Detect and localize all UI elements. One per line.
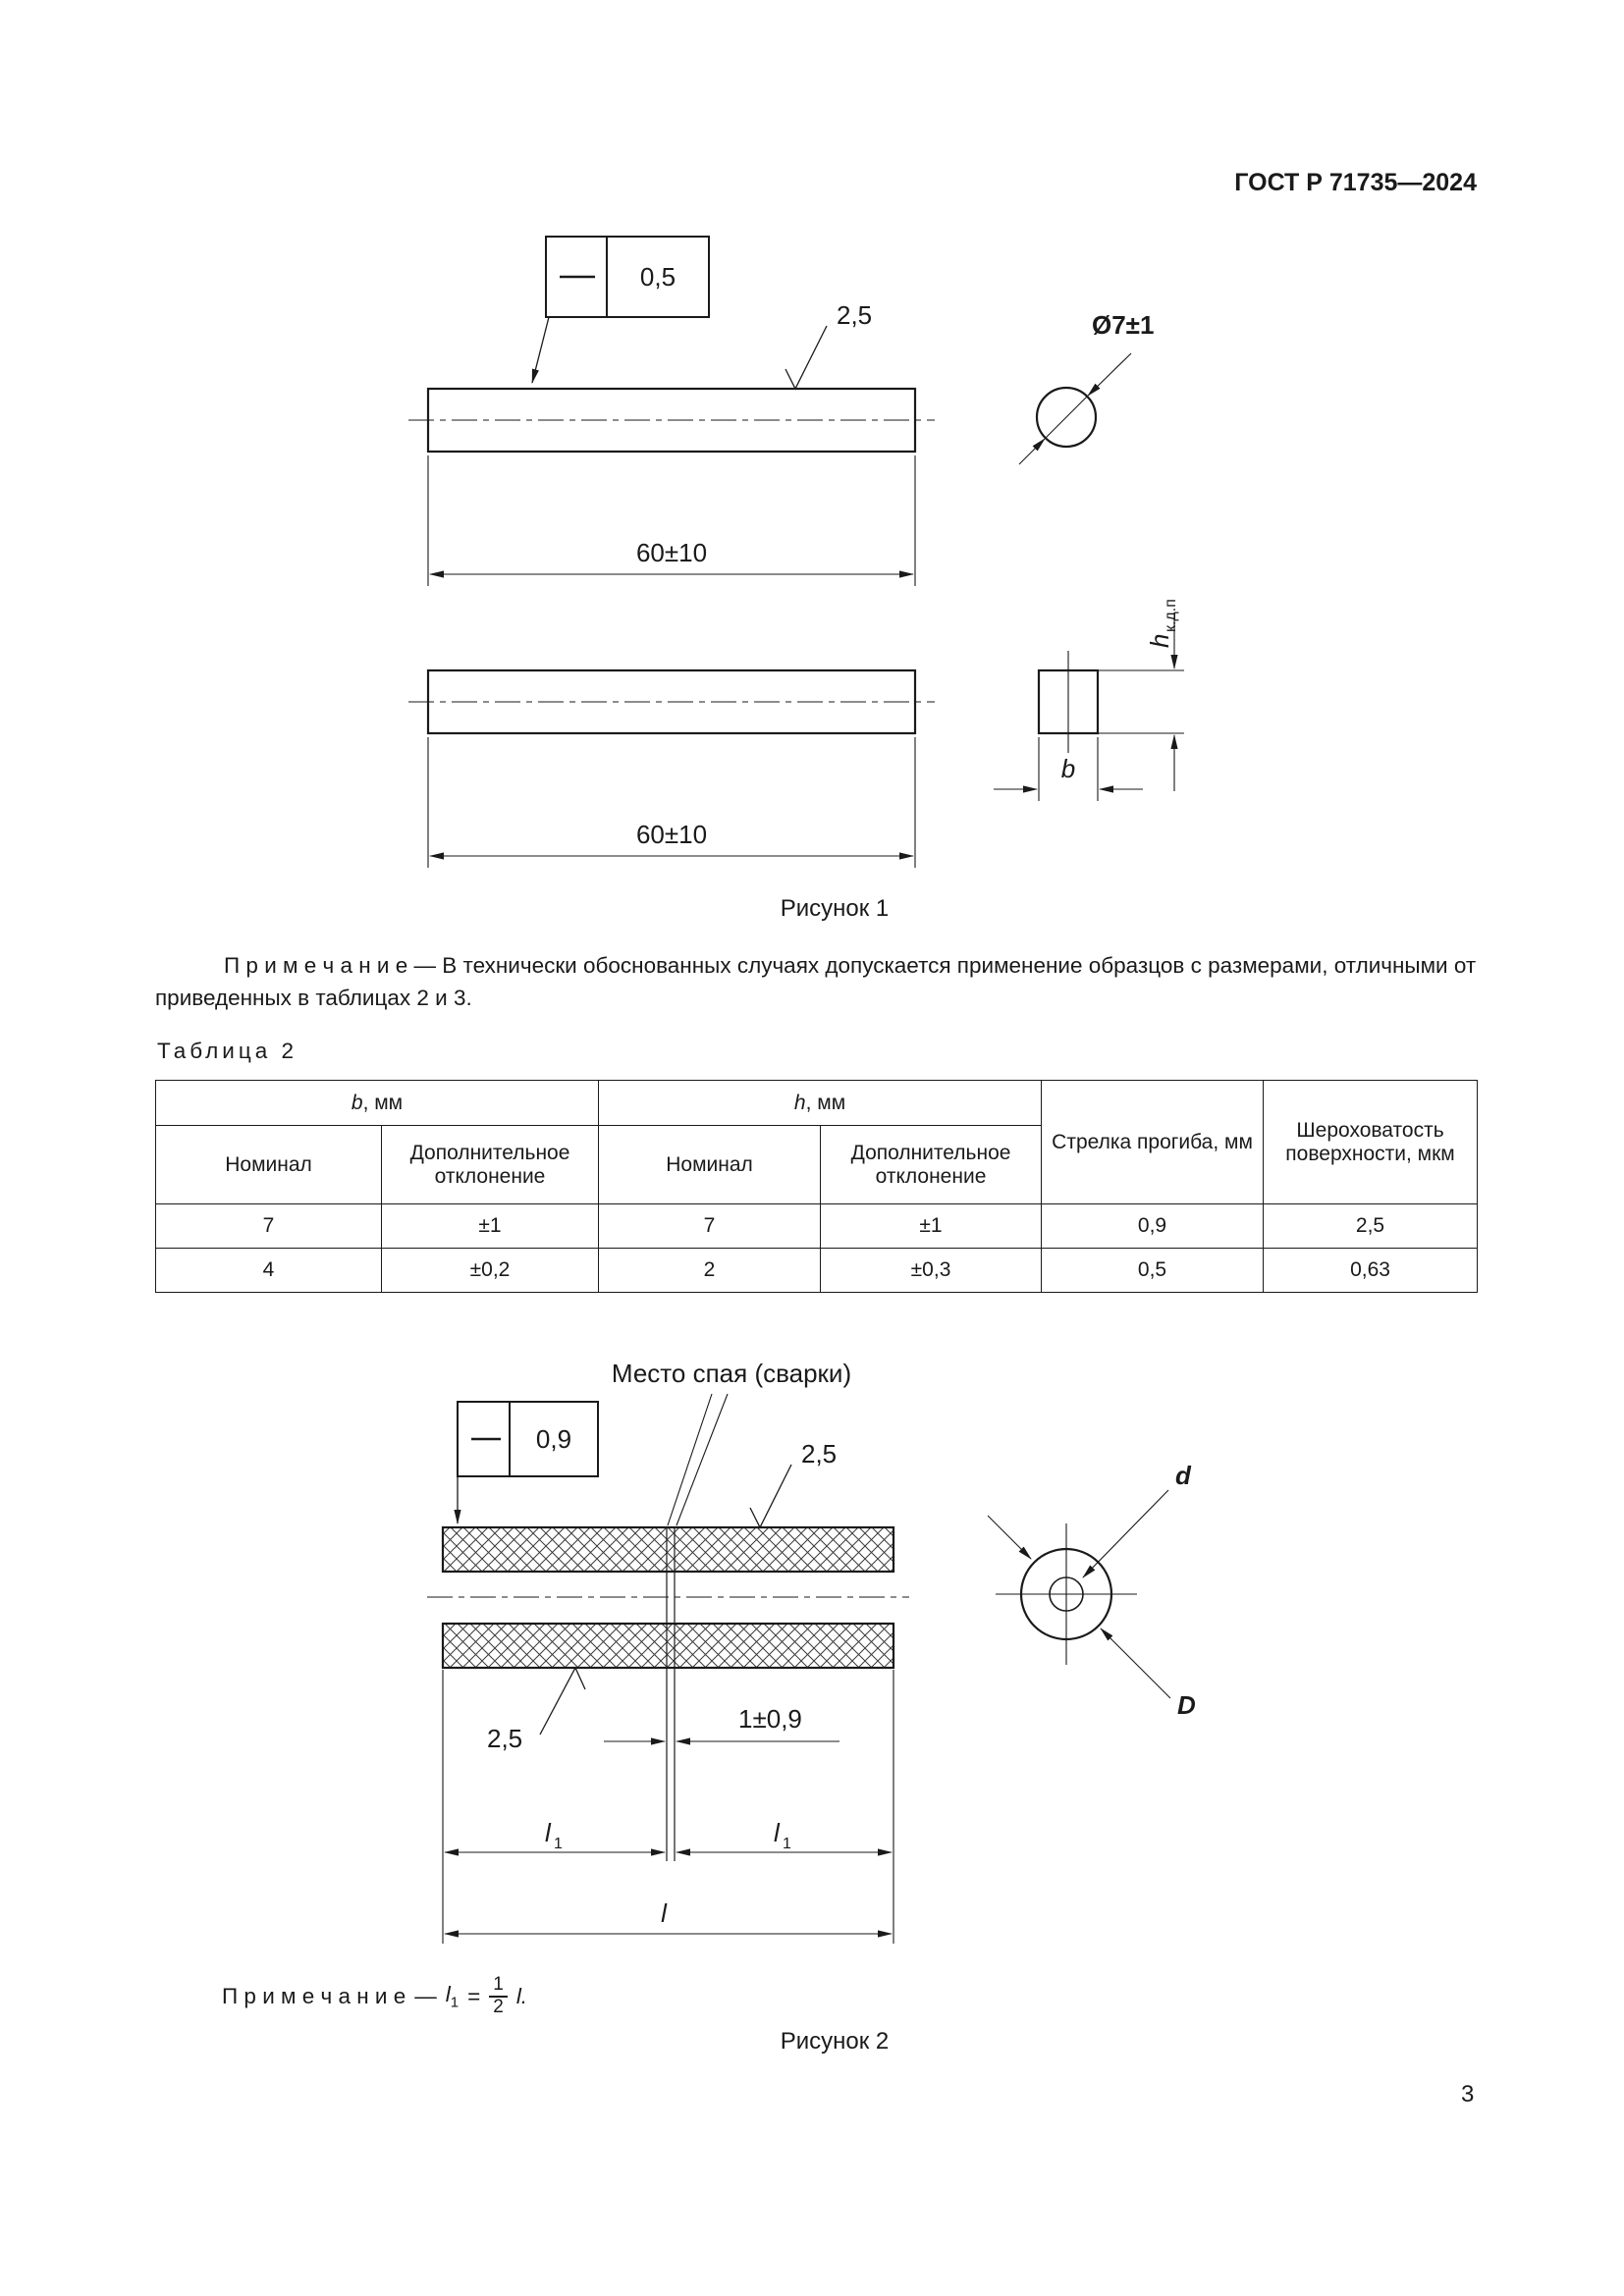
- l1-var: l: [774, 1818, 781, 1847]
- cell: 0,63: [1263, 1248, 1479, 1293]
- subcol-nominal-h: Номинал: [598, 1125, 822, 1204]
- subcol-tolerance-h: Дополнительное отклонение: [820, 1125, 1043, 1204]
- l1-label-right: l 1: [774, 1818, 791, 1852]
- tube-wall-bottom: [441, 1622, 895, 1670]
- diameter-label: Ø7±1: [1092, 310, 1154, 340]
- tolerance-leader-arrow: [531, 316, 550, 384]
- note-2-label: П р и м е ч а н и е: [222, 1983, 406, 2008]
- length-dim-top-value: 60±10: [636, 538, 707, 567]
- note-1: П р и м е ч а н и е — В технически обосн…: [155, 950, 1481, 1014]
- height-label: h к.д.п: [1145, 599, 1179, 648]
- outer-diameter-label: D: [1177, 1690, 1196, 1720]
- weld-location-label: Место спая (сварки): [612, 1359, 851, 1388]
- l1-label-left: l 1: [545, 1818, 563, 1852]
- cell: 0,9: [1041, 1203, 1265, 1249]
- cell: ±0,2: [380, 1248, 600, 1293]
- bar-top-view: [408, 387, 935, 454]
- height-var: h: [1145, 634, 1174, 648]
- bar-bottom-view: [408, 668, 935, 735]
- width-dimension: [994, 737, 1143, 801]
- length-dim-bottom-value: 60±10: [636, 820, 707, 849]
- cell: 2,5: [1263, 1203, 1479, 1249]
- tube-wall-top: [441, 1525, 895, 1574]
- inner-diameter-arrow: [1082, 1489, 1169, 1578]
- height-sub: к.д.п: [1163, 599, 1179, 632]
- page-number: 3: [1461, 2081, 1475, 2108]
- cell: 4: [155, 1248, 382, 1293]
- half-length-dimensions: [442, 1670, 894, 1944]
- cell: 0,5: [1041, 1248, 1265, 1293]
- col-header-roughness: Шероховатость поверхности, мкм: [1263, 1080, 1479, 1204]
- col-header-b: b, мм: [154, 1080, 600, 1126]
- note-2-dash: —: [414, 1983, 437, 2008]
- table-row: 4 ±0,2 2 ±0,3 0,5 0,63: [155, 1248, 1479, 1293]
- width-label: b: [1061, 754, 1075, 783]
- formula-rhs: l.: [515, 1983, 528, 2008]
- note-2: П р и м е ч а н и е — l1 = 1 2 l.: [222, 1974, 528, 2018]
- formula-lhs: l1: [445, 1982, 460, 2011]
- table-2: b, мм h, мм Стрелка прогиба, мм Шерохова…: [154, 1080, 1479, 1293]
- height-dimension: [1098, 613, 1184, 791]
- outer-diameter-arrow: [1100, 1628, 1171, 1699]
- roughness-top-value: 2,5: [801, 1439, 837, 1468]
- length-dimension-bottom: [427, 737, 916, 868]
- cell: 2: [598, 1248, 822, 1293]
- fraction-denominator: 2: [493, 1996, 504, 2017]
- tube-side-view: [427, 1525, 909, 1861]
- straightness-tolerance-value: 0,5: [640, 262, 676, 292]
- l1-var: l: [545, 1818, 552, 1847]
- weld-width-value: 1±0,9: [738, 1704, 802, 1734]
- length-dimension-top: [427, 455, 916, 586]
- figure-1-drawing: 0,5 2,5 Ø7±1 60±10 60±10 h к.д.п b: [408, 236, 1184, 868]
- col-header-h: h, мм: [598, 1080, 1043, 1126]
- document-header: ГОСТ Р 71735—2024: [1234, 169, 1477, 196]
- subcol-tolerance-b: Дополнительное отклонение: [380, 1125, 600, 1204]
- table-row: 7 ±1 7 ±1 0,9 2,5: [155, 1203, 1479, 1249]
- col-header-deflection: Стрелка прогиба, мм: [1041, 1080, 1265, 1204]
- straightness-tolerance-frame: [454, 1401, 599, 1524]
- l1-sub: 1: [783, 1836, 791, 1852]
- diameter-arrow: [1087, 352, 1132, 397]
- full-length-label: l: [661, 1898, 668, 1928]
- roughness-mark-icon: [539, 1666, 586, 1735]
- fraction-numerator: 1: [489, 1974, 508, 1998]
- cell: ±0,3: [820, 1248, 1043, 1293]
- cell: 7: [598, 1203, 822, 1249]
- roughness-mark-icon: [785, 325, 828, 391]
- round-cross-section: [1018, 352, 1132, 465]
- table-2-title: Таблица 2: [157, 1039, 298, 1063]
- roughness-bottom-value: 2,5: [487, 1724, 522, 1753]
- straightness-tolerance-value: 0,9: [536, 1424, 571, 1454]
- figure-2-caption: Рисунок 2: [780, 2028, 890, 2055]
- l1-sub: 1: [554, 1836, 563, 1852]
- formula-equals: =: [467, 1983, 481, 2008]
- roughness-value: 2,5: [837, 300, 872, 330]
- subcol-nominal-b: Номинал: [155, 1125, 382, 1204]
- cell: 7: [155, 1203, 382, 1249]
- note-1-text: — В технически обоснованных случаях допу…: [155, 953, 1477, 1010]
- square-cross-section: [1037, 651, 1100, 753]
- roughness-mark-icon: [749, 1464, 792, 1529]
- inner-diameter-label: d: [1175, 1461, 1192, 1490]
- figure-1-caption: Рисунок 1: [780, 895, 890, 922]
- tube-cross-section: [987, 1489, 1171, 1699]
- weld-label-leaders: [667, 1393, 729, 1526]
- note-1-label: П р и м е ч а н и е: [224, 953, 408, 978]
- formula-fraction: 1 2: [489, 1974, 508, 2018]
- figure-2-drawing: Место спая (сварки) 0,9 2,5 2,5 1±0,9 l …: [427, 1359, 1196, 1944]
- cell: ±1: [380, 1203, 600, 1249]
- cell: ±1: [820, 1203, 1043, 1249]
- diameter-arrow: [1018, 438, 1046, 465]
- outer-diameter-arrow: [987, 1515, 1032, 1560]
- straightness-tolerance-frame: [531, 236, 710, 384]
